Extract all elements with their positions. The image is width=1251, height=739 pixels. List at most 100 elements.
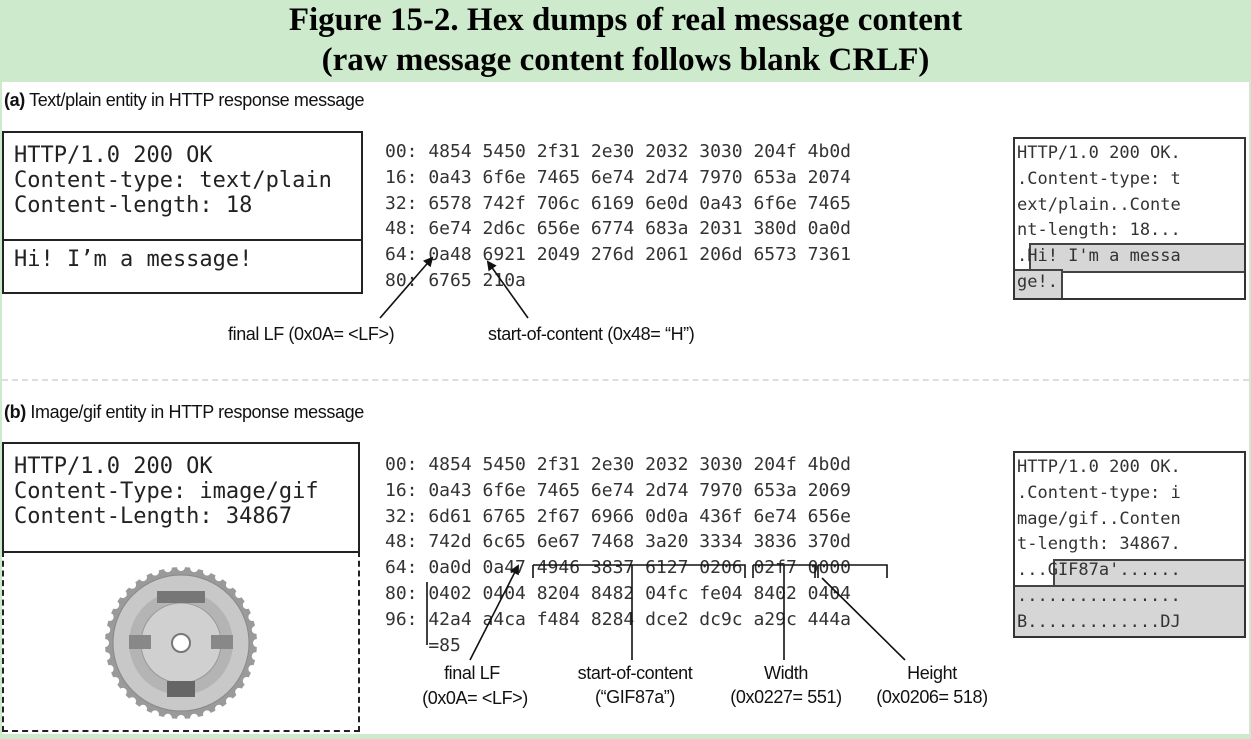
- saw-tooth-gap: [151, 710, 159, 719]
- section-b-height-label: Height (0x0206= 518): [862, 661, 1002, 709]
- section-b-width-label-2: (0x0227= 551): [730, 687, 842, 707]
- ascii-row: .Content-type: t: [1017, 168, 1181, 189]
- section-b-hex-dump: 00: 4854 5450 2f31 2e30 2032 3030 204f 4…: [385, 452, 851, 658]
- section-a-caption-text: Text/plain entity in HTTP response messa…: [24, 90, 365, 110]
- saw-tooth-gap: [101, 639, 109, 647]
- section-b-tag: (b): [4, 402, 26, 422]
- section-b-width-label: Width (0x0227= 551): [716, 661, 856, 709]
- saw-tooth-gap: [105, 613, 114, 621]
- hex-row: 64: 0a48 6921 2049 276d 2061 206d 6573 7…: [385, 244, 851, 266]
- section-b-height-label-1: Height: [907, 663, 957, 683]
- saw-tooth-gap: [235, 687, 244, 696]
- ascii-row: mage/gif..Conten: [1017, 508, 1181, 529]
- section-a-tag: (a): [4, 90, 25, 110]
- saw-tooth-gap: [163, 564, 172, 573]
- saw-tooth-gap: [151, 567, 159, 576]
- saw-tooth-gap: [235, 590, 244, 599]
- section-b-caption-text: Image/gif entity in HTTP response messag…: [25, 402, 364, 422]
- ascii-row: nt-length: 18...: [1017, 220, 1181, 241]
- section-b-content-highlight-2: [1015, 585, 1244, 636]
- hex-row: 00: 4854 5450 2f31 2e30 2032 3030 204f 4…: [385, 141, 851, 162]
- saw-blade-arbor-hole: [171, 633, 191, 653]
- ascii-row: .Hi! I'm a messa: [1017, 246, 1181, 267]
- section-a-content-highlight-2: [1015, 269, 1063, 298]
- saw-tooth-gap: [248, 613, 257, 621]
- section-a-body-box: Hi! I’m a message!: [2, 239, 363, 294]
- saw-tooth-gap: [111, 601, 120, 609]
- section-b-caption: (b) Image/gif entity in HTTP response me…: [4, 402, 364, 423]
- figure-title-line1: Figure 15-2. Hex dumps of real message c…: [288, 2, 963, 38]
- saw-tooth-gap: [139, 573, 147, 582]
- section-b-width-label-1: Width: [763, 663, 808, 683]
- ascii-row: HTTP/1.0 200 OK.: [1017, 457, 1181, 477]
- section-b-final-lf-label-1: final LF: [444, 663, 500, 683]
- hex-row: 80: 0402 0404 8204 8482 04fc fe04 8402 0…: [385, 582, 851, 604]
- section-b-image-box: [2, 551, 360, 732]
- saw-tooth-gap: [242, 677, 251, 685]
- hex-row: 16: 0a43 6f6e 7465 6e74 2d74 7970 653a 2…: [385, 479, 851, 501]
- saw-tooth-gap: [105, 665, 114, 673]
- saw-tooth-gap: [128, 580, 137, 589]
- section-b-final-lf-label-2: (0x0A= <LF>): [422, 688, 528, 708]
- saw-tooth-gap: [190, 564, 199, 573]
- saw-blade-image: [101, 563, 261, 723]
- section-a-final-lf-label: final LF (0x0A= <LF>): [228, 324, 395, 344]
- saw-tooth-gap: [248, 665, 257, 673]
- ascii-row: HTTP/1.0 200 OK.: [1017, 143, 1181, 163]
- section-a-start-label: start-of-content (0x48= “H”): [488, 324, 695, 344]
- hex-row: 32: 6578 742f 706c 6169 6e0d 0a43 6f6e 7…: [385, 192, 851, 214]
- hex-row: 80: 6765 210a: [385, 269, 526, 291]
- saw-tooth-gap: [253, 639, 261, 647]
- saw-tooth-gap: [251, 625, 260, 634]
- section-divider: [2, 379, 1249, 381]
- saw-blade-label-left: [129, 635, 151, 649]
- saw-tooth-gap: [118, 590, 127, 599]
- saw-tooth-gap: [118, 687, 127, 696]
- ascii-row: ge!.: [1017, 271, 1058, 292]
- saw-tooth-gap: [102, 652, 111, 661]
- saw-tooth-gap: [203, 567, 211, 576]
- section-a-header-box: HTTP/1.0 200 OK Content-type: text/plain…: [2, 131, 363, 241]
- saw-tooth-gap: [225, 580, 234, 589]
- section-b-start-label-2: (“GIF87a”): [594, 687, 675, 707]
- hex-row: =85: [385, 634, 461, 656]
- section-a-content-highlight: [1029, 243, 1244, 273]
- saw-tooth-gap: [215, 704, 223, 713]
- ascii-row: B.............DJ: [1017, 611, 1181, 632]
- hex-row: 16: 0a43 6f6e 7465 6e74 2d74 7970 653a 2…: [385, 166, 851, 188]
- ascii-row: ................: [1017, 585, 1181, 606]
- section-b-header-box: HTTP/1.0 200 OK Content-Type: image/gif …: [2, 442, 360, 553]
- saw-tooth-gap: [102, 625, 111, 634]
- section-b-start-label: start-of-content (“GIF87a”): [560, 661, 710, 709]
- saw-tooth-gap: [242, 601, 251, 609]
- figure-title: Figure 15-2. Hex dumps of real message c…: [0, 0, 1251, 80]
- section-a-ascii-dump: HTTP/1.0 200 OK. .Content-type: t ext/plai…: [1013, 137, 1246, 300]
- section-a-body-text: Hi! I’m a message!: [14, 247, 253, 272]
- saw-blade-label-bottom: [167, 681, 195, 697]
- section-b-height-label-2: (0x0206= 518): [876, 687, 988, 707]
- section-b-http-headers: HTTP/1.0 200 OK Content-Type: image/gif …: [14, 454, 319, 529]
- saw-tooth-gap: [111, 677, 120, 685]
- hex-row: 32: 6d61 6765 2f67 6966 0d0a 436f 6e74 6…: [385, 505, 851, 527]
- hex-row: 48: 742d 6c65 6e67 7468 3a20 3334 3836 3…: [385, 531, 851, 553]
- saw-tooth-gap: [203, 710, 211, 719]
- section-b-start-label-1: start-of-content: [577, 663, 693, 683]
- ascii-row: ...GIF87a'......: [1017, 560, 1181, 581]
- saw-tooth-gap: [225, 697, 234, 706]
- ascii-row: ext/plain..Conte: [1017, 194, 1181, 215]
- figure-title-line2: (raw message content follows blank CRLF): [321, 42, 930, 78]
- saw-tooth-gap: [177, 715, 185, 723]
- hex-row: 00: 4854 5450 2f31 2e30 2032 3030 204f 4…: [385, 454, 851, 475]
- saw-tooth-gap: [177, 563, 185, 571]
- section-a-caption: (a) Text/plain entity in HTTP response m…: [4, 90, 365, 111]
- saw-tooth-gap: [163, 713, 172, 722]
- saw-blade-label-right: [211, 635, 233, 649]
- ascii-row: t-length: 34867.: [1017, 534, 1181, 555]
- section-b-final-lf-label: final LF: [442, 661, 502, 685]
- saw-tooth-gap: [128, 697, 137, 706]
- saw-tooth-gap: [215, 573, 223, 582]
- section-a-hex-dump: 00: 4854 5450 2f31 2e30 2032 3030 204f 4…: [385, 139, 851, 294]
- saw-tooth-gap: [190, 713, 199, 722]
- saw-tooth-gap: [139, 704, 147, 713]
